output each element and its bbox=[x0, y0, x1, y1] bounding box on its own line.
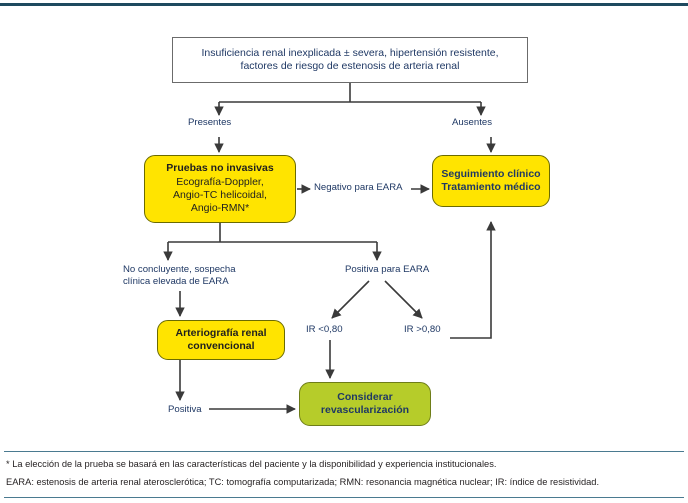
clinical-scenario-line2: factores de riesgo de estenosis de arter… bbox=[240, 60, 460, 72]
consider-revascularization-line1: Considerar bbox=[337, 390, 393, 403]
edge-label-positiva-eara: Positiva para EARA bbox=[345, 264, 430, 275]
edge-label-ir-low: IR <0,80 bbox=[306, 324, 343, 335]
footnote-test-choice: * La elección de la prueba se basará en … bbox=[6, 459, 497, 469]
node-noninvasive-tests: Pruebas no invasivas Ecografía-Doppler, … bbox=[144, 155, 296, 223]
edge-irhigh-to-followup bbox=[450, 221, 496, 339]
flowchart-connectors bbox=[163, 83, 496, 414]
edge-label-positiva: Positiva bbox=[168, 404, 202, 415]
edge-positivaeara-to-ir-low bbox=[331, 280, 370, 319]
noninvasive-tests-line3: Angio-RMN* bbox=[190, 202, 250, 215]
edge-label-ir-high: IR >0,80 bbox=[404, 324, 441, 335]
renal-arteriography-line1: Arteriografía renal bbox=[175, 326, 267, 339]
renal-arteriography-line2: convencional bbox=[187, 340, 255, 352]
footnote-divider-top bbox=[4, 451, 684, 452]
top-divider-rule bbox=[0, 3, 688, 6]
clinical-followup-line2: Tratamiento médico bbox=[441, 181, 541, 193]
consider-revascularization-line2: revascularización bbox=[320, 404, 410, 416]
clinical-scenario-line1: Insuficiencia renal inexplicada ± severa… bbox=[201, 46, 499, 59]
edge-positivaeara-to-ir-high bbox=[384, 280, 423, 319]
edge-label-ausentes: Ausentes bbox=[452, 117, 493, 128]
no-concluyente-line2: clínica elevada de EARA bbox=[123, 276, 229, 288]
edge-label-negativo-eara: Negativo para EARA bbox=[314, 182, 403, 193]
node-clinical-scenario: Insuficiencia renal inexplicada ± severa… bbox=[172, 37, 528, 83]
node-clinical-followup: Seguimiento clínico Tratamiento médico bbox=[432, 155, 550, 207]
node-consider-revascularization: Considerar revascularización bbox=[299, 382, 431, 426]
footnote-abbreviations: EARA: estenosis de arteria renal aterosc… bbox=[6, 477, 600, 487]
clinical-followup-line1: Seguimiento clínico bbox=[441, 167, 541, 180]
footnote-divider-bottom bbox=[4, 497, 684, 498]
noninvasive-tests-line2: Angio-TC helicoidal, bbox=[173, 189, 267, 201]
edge-label-presentes: Presentes bbox=[188, 117, 232, 128]
no-concluyente-line1: No concluyente, sospecha bbox=[123, 264, 236, 275]
noninvasive-tests-line1: Ecografía-Doppler, bbox=[176, 175, 264, 188]
noninvasive-tests-heading: Pruebas no invasivas bbox=[166, 162, 274, 175]
edge-label-no-concluyente: No concluyente, sospecha clínica elevada… bbox=[123, 264, 253, 289]
node-renal-arteriography: Arteriografía renal convencional bbox=[157, 320, 285, 360]
